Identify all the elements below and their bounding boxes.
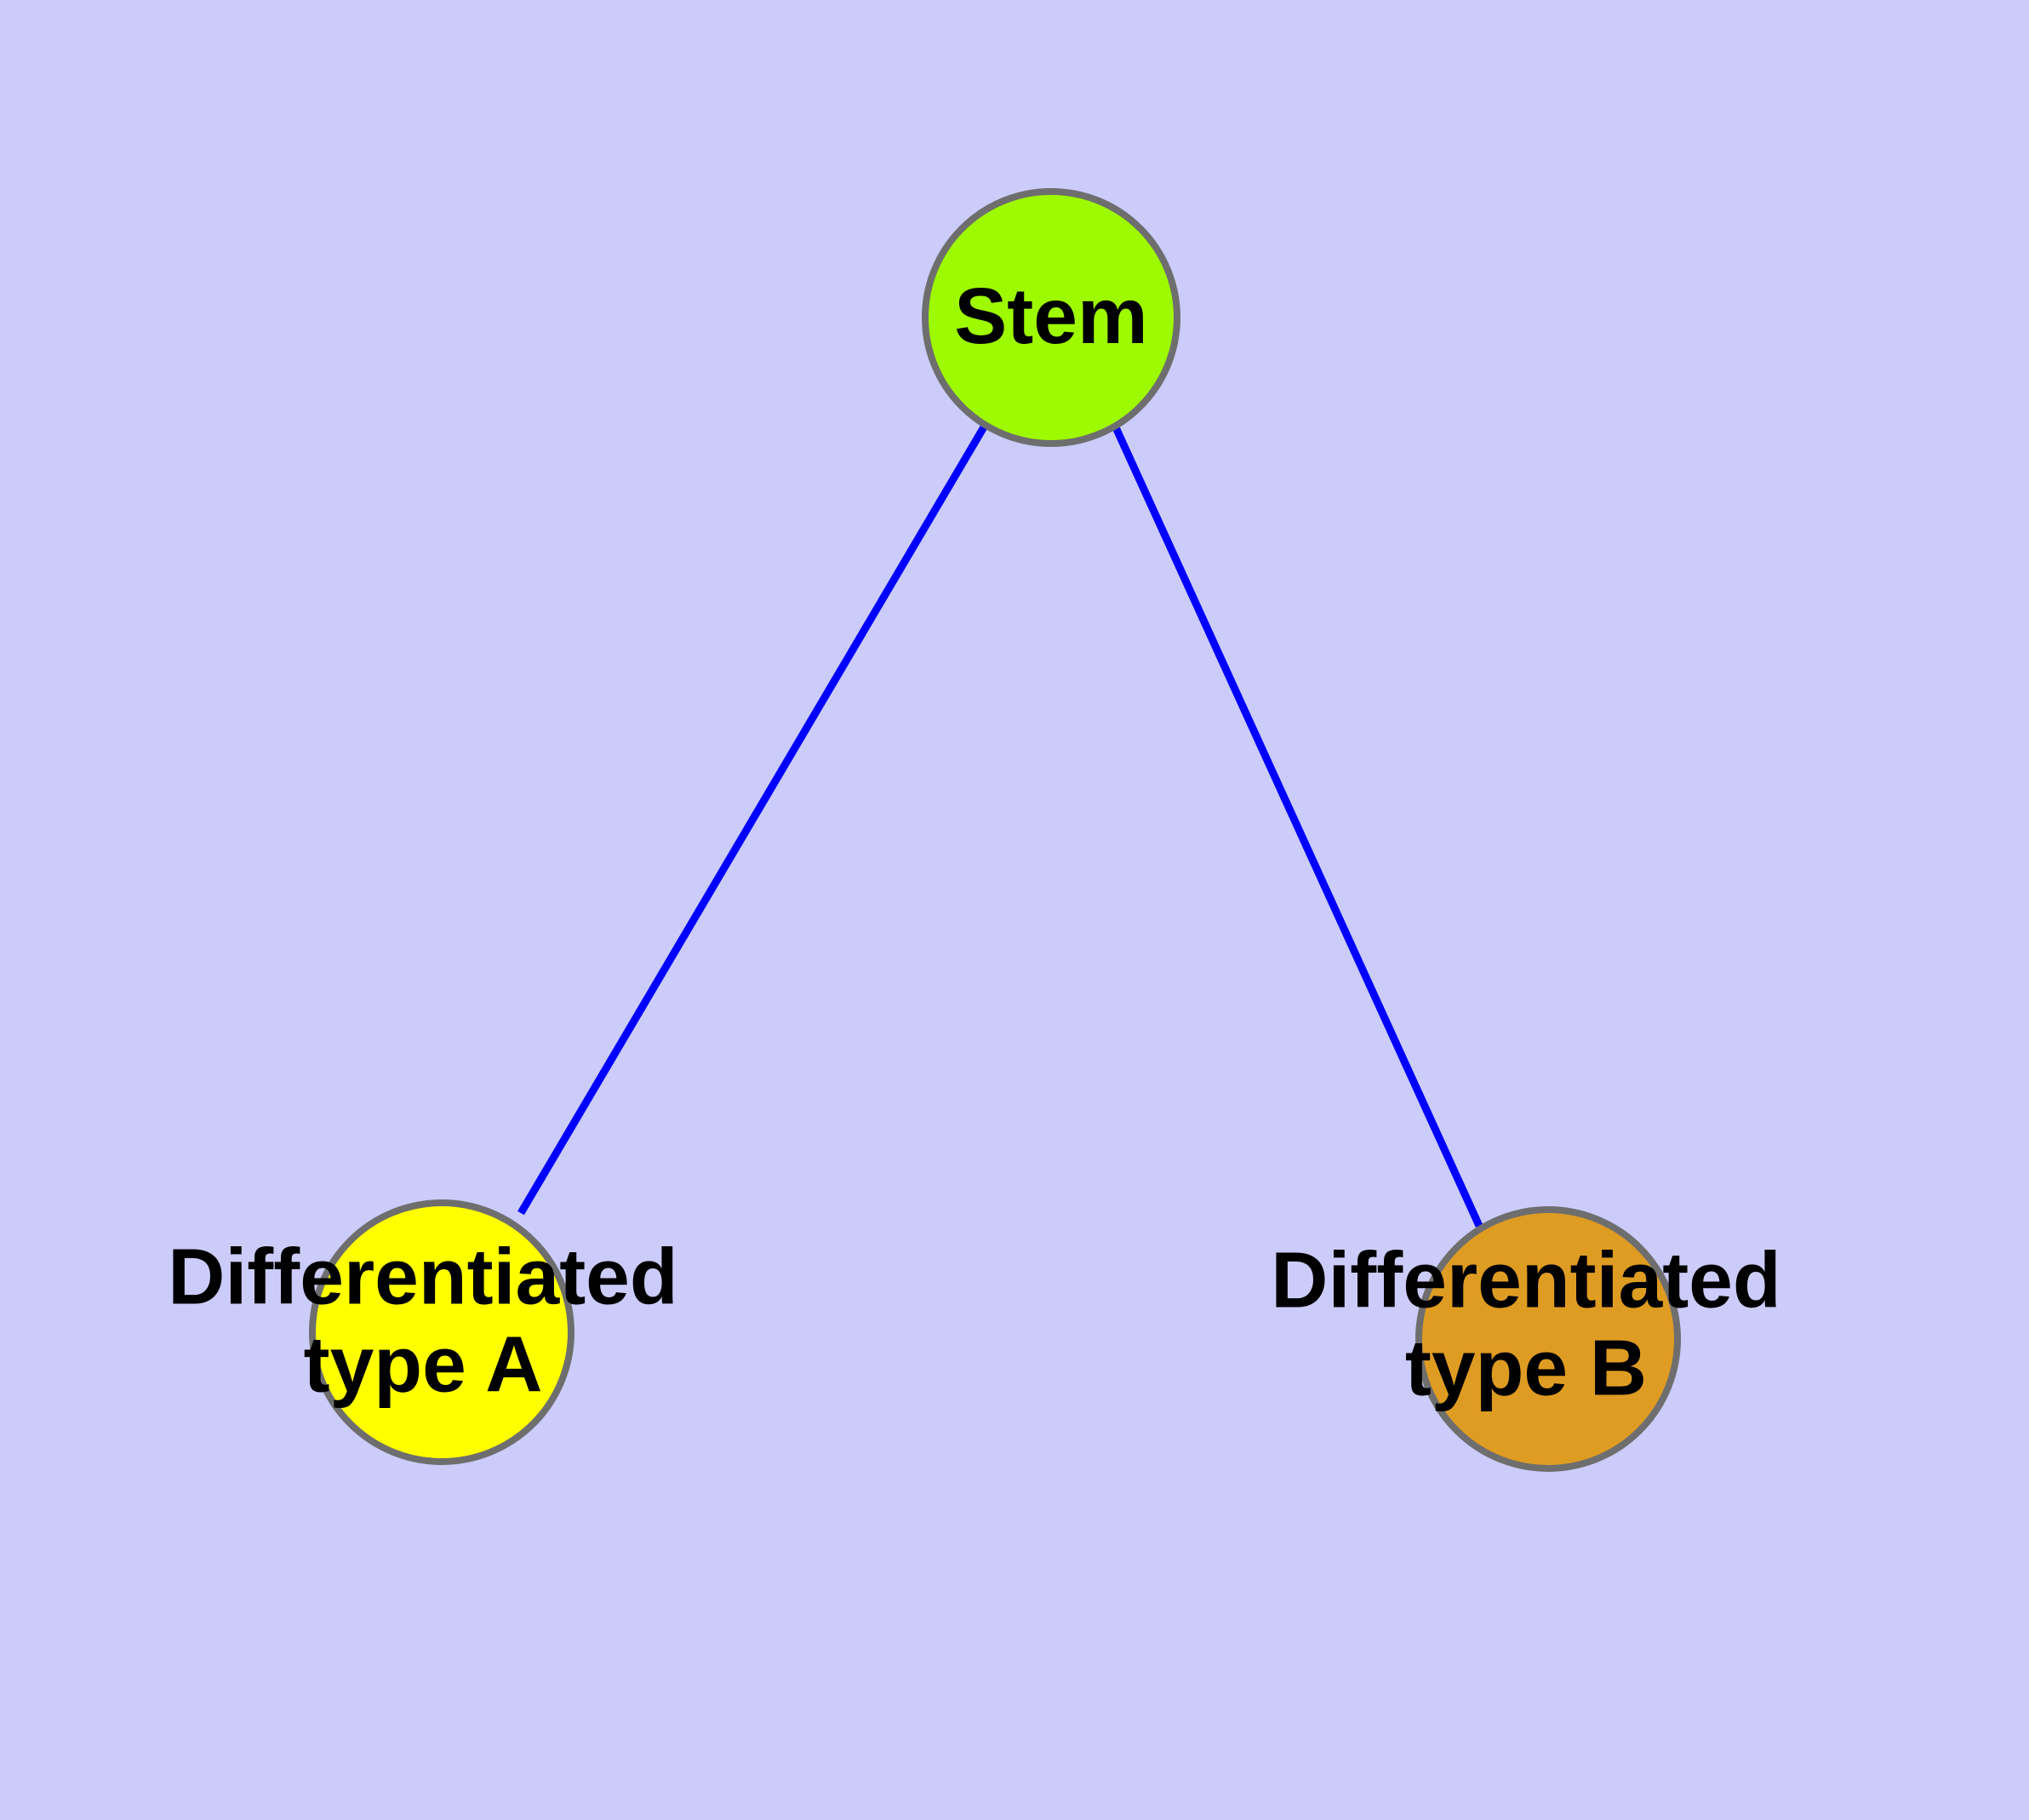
- node-label-line: Stem: [954, 272, 1147, 360]
- node-circle-diff_a[interactable]: [309, 1199, 574, 1465]
- edges-group: [517, 423, 1483, 1228]
- node-label-line: Differentiated: [168, 1232, 677, 1320]
- edge-stem-to-diff-a[interactable]: [517, 423, 988, 1216]
- node-circle-diff_b[interactable]: [1415, 1206, 1681, 1472]
- node-label-line: Differentiated: [1271, 1235, 1780, 1324]
- node-label-line: type B: [1405, 1323, 1647, 1411]
- nodes-group: [309, 188, 1681, 1472]
- node-label-stem: Stem: [954, 272, 1147, 360]
- node-circle-stem[interactable]: [922, 188, 1180, 447]
- node-label-line: type A: [304, 1319, 543, 1408]
- edge-stem-to-diff-b[interactable]: [1111, 424, 1483, 1228]
